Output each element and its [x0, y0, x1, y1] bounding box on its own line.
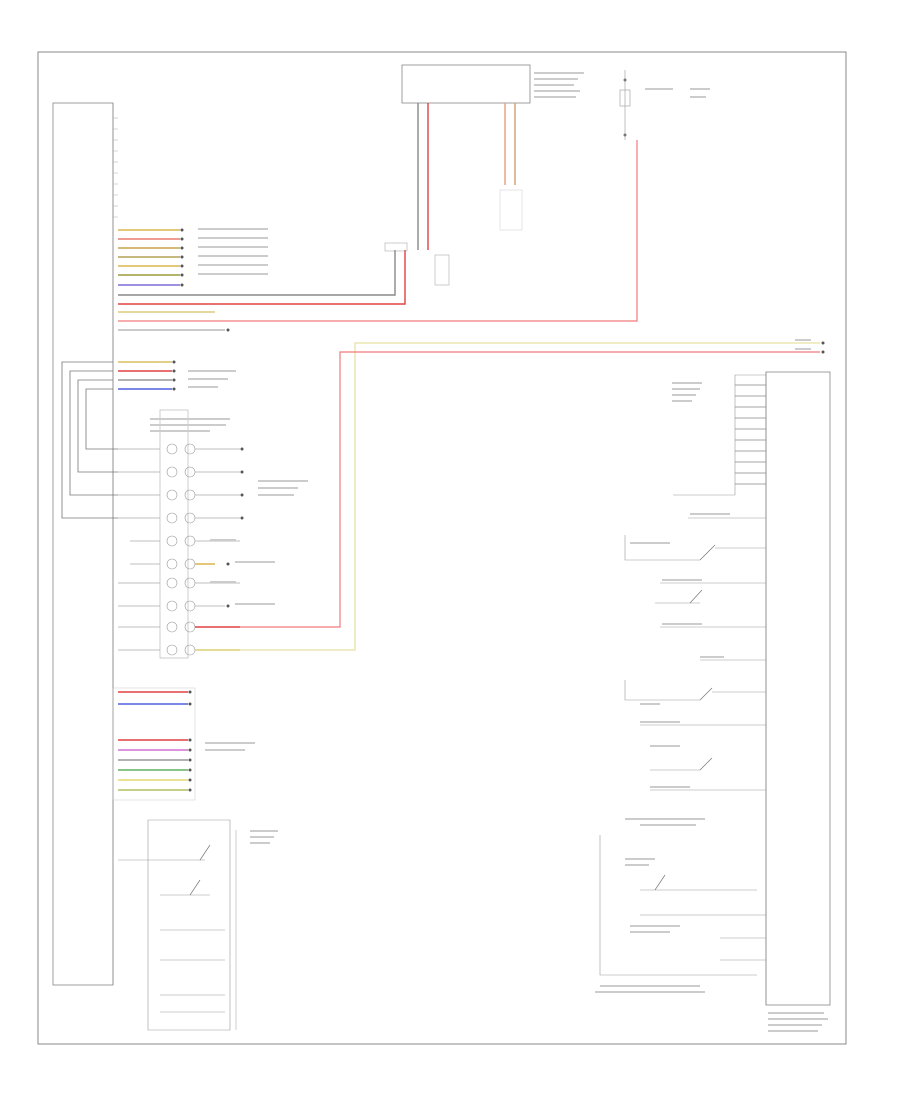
top-module: [401, 64, 531, 104]
left-mid-wires: [61, 360, 236, 519]
bottom-left-switch: [118, 819, 278, 1031]
center-connector: [118, 409, 308, 659]
cross-wires: [240, 339, 825, 651]
right-sensor: [672, 374, 766, 496]
diagram-frame: [37, 51, 847, 1045]
top-module-wires: [118, 148, 638, 332]
bottom-right-switch: [595, 818, 766, 993]
fuse-top-right: [619, 70, 710, 140]
top-module-down-wires: [384, 103, 523, 286]
right-switches: [624, 513, 766, 791]
right-module-label-bars: [768, 1012, 828, 1032]
left-module-pins: [113, 117, 118, 218]
right-control-module: [765, 371, 831, 1006]
top-module-labels: [534, 72, 584, 98]
bottom-left-wires: [112, 687, 255, 801]
left-connector-wire-group: [118, 228, 268, 287]
left-control-module: [52, 102, 114, 986]
